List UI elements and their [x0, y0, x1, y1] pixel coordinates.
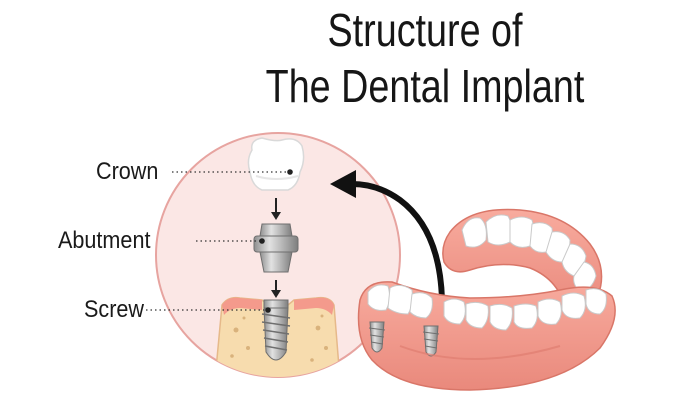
implant-screw	[261, 299, 291, 361]
pointer-arrow	[330, 170, 445, 303]
label-abutment: Abutment	[58, 227, 151, 254]
assembly-arrows	[271, 198, 281, 298]
title-line-1: Structure of	[327, 4, 523, 56]
title-line-2: The Dental Implant	[265, 60, 585, 112]
denture-model	[357, 208, 616, 391]
abutment-part	[253, 223, 299, 273]
crown-tooth	[247, 137, 305, 191]
leader-lines	[146, 171, 290, 311]
leader-dots	[259, 169, 293, 313]
label-crown: Crown	[96, 158, 159, 185]
label-screw: Screw	[84, 296, 145, 323]
diagram-title: Structure of The Dental Implant	[232, 2, 617, 114]
